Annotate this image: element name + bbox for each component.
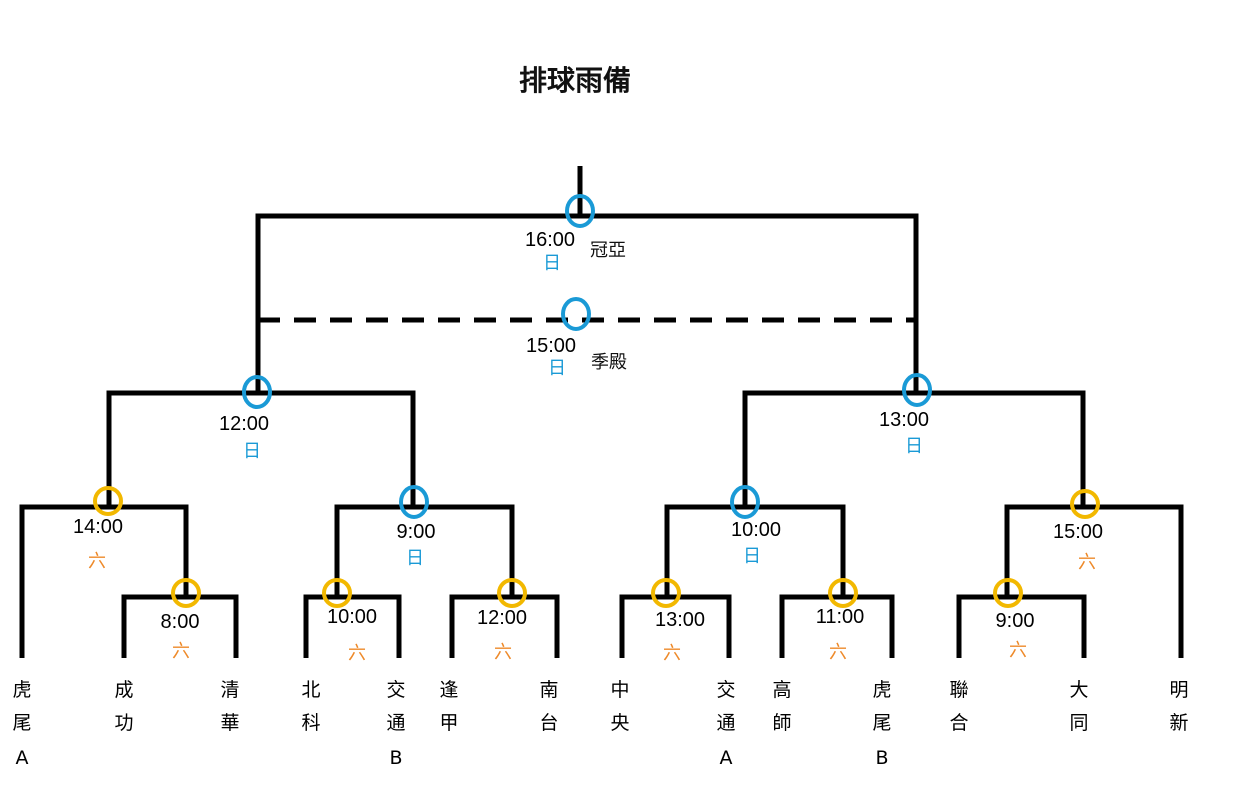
match-labels: 16:00日冠亞15:00日季殿12:00日13:00日14:00六9:00日1… xyxy=(73,229,1103,664)
match-time-r1-3: 12:00 xyxy=(477,607,527,629)
match-marker-r1-6 xyxy=(993,578,1023,608)
team-name-zhongyang: 央 xyxy=(610,712,629,734)
team-name-jiaotong-b: B xyxy=(389,747,402,769)
team-name-datong: 同 xyxy=(1069,712,1088,734)
team-name-jiaotong-b: 交 xyxy=(386,679,405,701)
team-name-gaoshi: 師 xyxy=(772,712,791,734)
match-marker-r1-1 xyxy=(171,578,201,608)
team-name-zhongyang: 中 xyxy=(610,679,629,701)
team-name-huwei-a: A xyxy=(16,747,29,769)
team-name-mingxin: 明 xyxy=(1169,679,1188,701)
match-time-qf-2: 9:00 xyxy=(397,521,436,543)
match-day-third: 日 xyxy=(548,358,566,379)
team-name-beike: 科 xyxy=(301,712,320,734)
team-name-gaoshi: 高 xyxy=(772,679,791,701)
match-day-qf-3: 日 xyxy=(743,546,761,567)
match-time-r1-5: 11:00 xyxy=(816,606,865,628)
match-day-r1-1: 六 xyxy=(172,641,190,662)
team-name-nantai: 台 xyxy=(539,712,558,734)
match-time-final: 16:00 xyxy=(525,229,575,251)
team-name-huwei-b: B xyxy=(875,747,888,769)
page-title: 排球雨備 xyxy=(519,64,631,97)
team-name-qinghua: 華 xyxy=(220,712,239,734)
match-time-qf-4: 15:00 xyxy=(1053,521,1103,543)
match-time-qf-3: 10:00 xyxy=(731,519,781,541)
match-day-qf-2: 日 xyxy=(406,548,424,569)
match-markers xyxy=(93,194,1100,608)
match-time-r1-2: 10:00 xyxy=(327,606,377,628)
match-label-third: 季殿 xyxy=(591,352,627,373)
match-time-r1-6: 9:00 xyxy=(996,610,1035,632)
match-day-r1-3: 六 xyxy=(494,642,512,663)
team-name-lianhe: 聯 xyxy=(949,679,968,701)
match-marker-third xyxy=(561,297,591,331)
team-name-qinghua: 清 xyxy=(220,679,239,701)
r1-1-bar xyxy=(121,594,239,658)
match-marker-qf-3 xyxy=(730,485,760,519)
team-name-jiaotong-b: 通 xyxy=(386,712,405,734)
match-time-r1-1: 8:00 xyxy=(161,611,200,633)
match-day-semi-left: 日 xyxy=(243,441,261,462)
match-day-qf-1: 六 xyxy=(88,551,106,572)
semi-right-bar xyxy=(742,390,1086,507)
match-day-r1-5: 六 xyxy=(829,642,847,663)
r1-5-bar xyxy=(779,594,895,658)
match-label-final: 冠亞 xyxy=(590,240,626,261)
match-time-third: 15:00 xyxy=(526,335,576,357)
match-marker-qf-2 xyxy=(399,485,429,519)
match-marker-qf-4 xyxy=(1070,489,1100,519)
match-marker-r1-5 xyxy=(828,578,858,608)
semi-left-bar xyxy=(106,390,416,507)
r1-2-bar xyxy=(303,594,402,658)
match-time-semi-left: 12:00 xyxy=(219,413,269,435)
match-day-final: 日 xyxy=(543,253,561,274)
team-name-chenggong: 成 xyxy=(114,679,133,701)
match-marker-r1-4 xyxy=(651,578,681,608)
team-name-fengjia: 甲 xyxy=(439,712,458,734)
team-name-huwei-b: 虎 xyxy=(872,679,891,701)
team-name-fengjia: 逢 xyxy=(439,679,458,701)
team-name-huwei-a: 尾 xyxy=(12,712,31,734)
match-day-semi-right: 日 xyxy=(905,436,923,457)
match-marker-final xyxy=(565,194,595,228)
match-marker-qf-1 xyxy=(93,486,123,516)
match-day-r1-4: 六 xyxy=(663,643,681,664)
match-day-qf-4: 六 xyxy=(1078,552,1096,573)
match-day-r1-2: 六 xyxy=(348,643,366,664)
team-name-huwei-b: 尾 xyxy=(872,712,891,734)
match-time-r1-4: 13:00 xyxy=(655,609,705,631)
match-marker-r1-3 xyxy=(497,578,527,608)
qf-4-bar xyxy=(1004,504,1184,658)
team-name-huwei-a: 虎 xyxy=(12,679,31,701)
team-name-lianhe: 合 xyxy=(949,712,968,734)
team-name-jiaotong-a: A xyxy=(720,747,733,769)
r1-4-bar xyxy=(619,594,732,658)
qf-3-bar xyxy=(664,504,846,597)
match-marker-semi-left xyxy=(242,375,272,409)
match-time-qf-1: 14:00 xyxy=(73,516,123,538)
final-bar xyxy=(255,213,919,393)
match-marker-semi-right xyxy=(902,373,932,407)
team-name-datong: 大 xyxy=(1069,679,1088,701)
match-time-semi-right: 13:00 xyxy=(879,409,929,431)
r1-3-bar xyxy=(449,594,560,658)
team-name-jiaotong-a: 交 xyxy=(716,679,735,701)
team-name-beike: 北 xyxy=(301,679,320,701)
team-name-chenggong: 功 xyxy=(114,712,133,734)
team-name-jiaotong-a: 通 xyxy=(716,712,735,734)
match-marker-r1-2 xyxy=(322,578,352,608)
match-day-r1-6: 六 xyxy=(1009,640,1027,661)
qf-1-bar xyxy=(19,504,189,658)
team-name-mingxin: 新 xyxy=(1169,712,1188,734)
team-name-nantai: 南 xyxy=(539,679,558,701)
